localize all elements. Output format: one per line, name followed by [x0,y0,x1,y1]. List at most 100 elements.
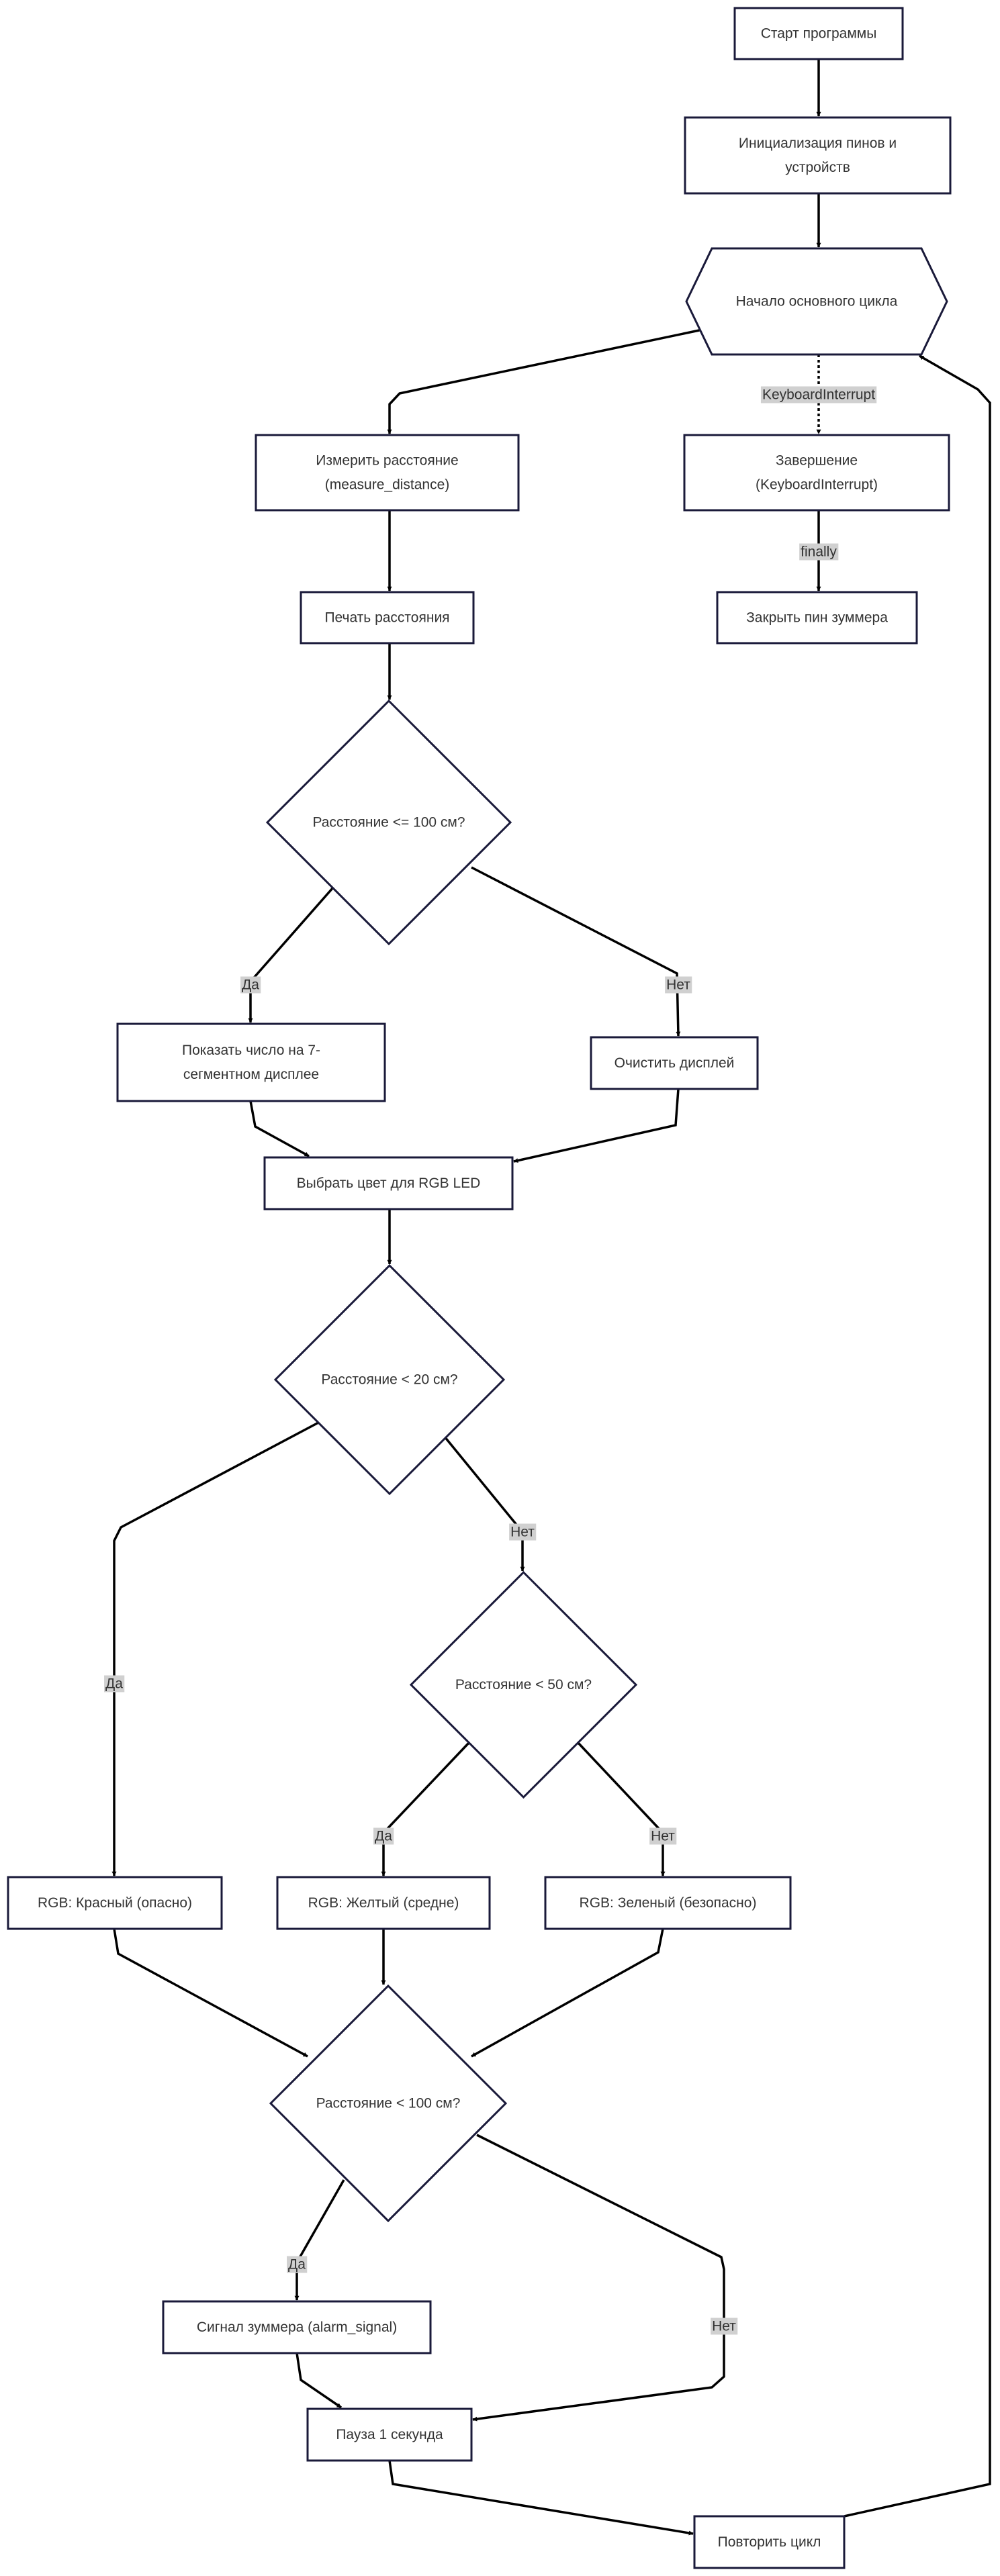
node-rgb-red-shape [7,1876,223,1930]
node-init-label-line-2: устройств [785,160,850,175]
edge-pause-to-repeat [388,2460,694,2536]
node-condition-le-100-shape [265,699,512,946]
node-close-buzzer-pin-label-line-1: Закрыть пин зуммера [746,610,888,626]
node-condition-lt-20: Расстояние < 20 см? [273,1263,506,1496]
node-rgb-red-label-line-1: RGB: Красный (опасно) [38,1895,192,1911]
edge-label-background [711,2318,738,2335]
edge-alarm-to-pause [296,2352,342,2409]
edge-label-text: Да [375,1829,392,1844]
node-show-7segment-shape [116,1022,386,1102]
node-repeat-loop-shape [693,2515,846,2569]
edge-label-keyboardinterrupt: KeyboardInterrupt [760,386,877,403]
node-start: Старт программы [733,7,904,60]
node-condition-lt-100: Расстояние < 100 см? [269,1984,508,2223]
node-start-label-line-1: Старт программы [761,26,877,42]
edge-label-no-3: Нет [649,1827,677,1845]
edge-clear-to-choose-color [513,1088,680,1163]
node-rgb-green-shape [544,1876,792,1930]
node-repeat-loop: Повторить цикл [693,2515,846,2569]
node-rgb-green: RGB: Зеленый (безопасно) [544,1876,792,1930]
edge-label-background [104,1675,125,1692]
node-rgb-yellow-shape [276,1876,491,1930]
node-init-shape [684,116,952,195]
node-clear-display-label-line-1: Очистить дисплей [615,1055,735,1071]
edge-label-no-1: Нет [665,976,692,994]
node-choose-rgb-color-shape [263,1156,514,1210]
node-pause-shape [306,2407,473,2462]
edge-label-text: Да [105,1676,123,1692]
edge-cond50-to-yellow [381,1741,471,1876]
node-condition-le-100-label-line-1: Расстояние <= 100 см? [312,815,465,830]
edge-label-background [287,2256,308,2273]
node-clear-display-shape [590,1036,759,1090]
edge-label-no-4: Нет [711,2318,738,2335]
edges-layer [111,59,991,2536]
node-show-7segment-label-line-1: Показать число на 7- [182,1043,320,1058]
node-print-distance: Печать расстояния [300,591,475,645]
edge-label-background [509,1523,537,1541]
edge-label-yes-1: Да [240,976,261,994]
node-finish-label-line-1: Завершение [776,453,858,469]
edge-label-text: Нет [712,2319,736,2334]
node-condition-lt-50-label-line-1: Расстояние < 50 см? [455,1677,592,1692]
node-pause: Пауза 1 секунда [306,2407,473,2462]
edge-label-yes-2: Да [104,1675,125,1692]
node-start-shape [733,7,904,60]
edge-label-text: Нет [666,977,690,993]
node-init: Инициализация пинов и устройств [684,116,952,195]
edge-label-yes-3: Да [373,1827,394,1845]
node-rgb-yellow-label-line-1: RGB: Желтый (средне) [308,1895,459,1911]
node-print-distance-shape [300,591,475,645]
edge-cond100-to-show7 [248,886,334,1023]
node-condition-lt-50-shape [409,1570,638,1799]
node-close-buzzer-pin-shape [716,591,918,645]
node-alarm-signal-label-line-1: Сигнал зуммера (alarm_signal) [197,2320,397,2335]
edge-show7-to-choose-color [249,1100,310,1157]
edge-label-text: Да [288,2257,306,2273]
node-condition-le-100: Расстояние <= 100 см? [265,699,512,946]
node-print-distance-label-line-1: Печать расстояния [324,610,449,626]
edge-label-finally: finally [799,543,839,561]
edge-label-background [760,386,877,403]
node-condition-lt-100-label-line-1: Расстояние < 100 см? [316,2096,461,2111]
edge-loop-to-measure [387,328,703,434]
node-measure-distance-label-line-1: Измерить расстояние [316,453,458,469]
edge-label-background [649,1827,677,1845]
node-clear-display: Очистить дисплей [590,1036,759,1090]
edge-label-background [240,976,261,994]
edge-cond100b-to-pause [472,2134,725,2422]
node-main-loop-label-line-1: Начало основного цикла [736,294,898,309]
node-alarm-signal: Сигнал зуммера (alarm_signal) [162,2300,432,2354]
edge-label-background [665,976,692,994]
edge-cond50-to-green [576,1741,666,1876]
node-init-label-line-1: Инициализация пинов и [739,136,897,151]
node-condition-lt-20-shape [273,1263,506,1496]
edge-label-text: Да [242,977,259,993]
node-close-buzzer-pin: Закрыть пин зуммера [716,591,918,645]
edge-label-background [373,1827,394,1845]
node-choose-rgb-color: Выбрать цвет для RGB LED [263,1156,514,1210]
node-condition-lt-50: Расстояние < 50 см? [409,1570,638,1799]
node-main-loop: Начало основного цикла [685,247,948,356]
node-finish-shape [683,434,950,512]
node-rgb-yellow: RGB: Желтый (средне) [276,1876,491,1930]
edge-repeat-to-loop [844,354,991,2518]
node-show-7segment: Показать число на 7- сегментном дисплее [116,1022,386,1102]
node-show-7segment-label-line-2: сегментном дисплее [183,1067,319,1082]
node-measure-distance-label-line-2: (measure_distance) [325,477,450,493]
edge-green-to-cond100b [471,1928,664,2058]
node-measure-distance-shape [255,434,520,512]
edge-cond100-to-clear [471,866,681,1037]
node-finish-label-line-2: (KeyboardInterrupt) [756,477,878,493]
edge-label-text: KeyboardInterrupt [762,387,875,403]
edge-cond20-to-red [111,1421,320,1876]
edge-label-background [799,543,839,561]
edge-cond20-to-cond50 [443,1435,525,1572]
edge-cond100b-to-alarm [294,2179,345,2301]
node-alarm-signal-shape [162,2300,432,2354]
edge-label-no-2: Нет [509,1523,537,1541]
node-rgb-red: RGB: Красный (опасно) [7,1876,223,1930]
